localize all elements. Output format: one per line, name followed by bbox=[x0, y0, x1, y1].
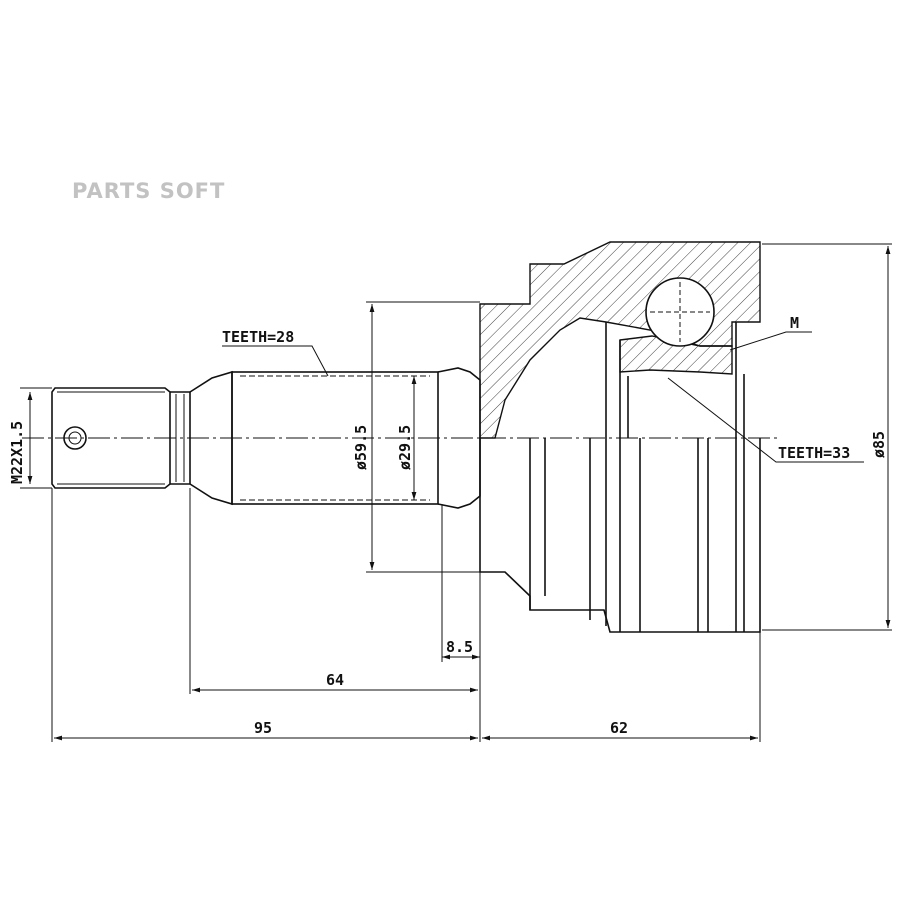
dia-inner-shaft-label: ø29.5 bbox=[396, 425, 414, 470]
len-8-5-label: 8.5 bbox=[446, 638, 473, 656]
splined-shaft bbox=[231, 367, 481, 509]
outer-race-section bbox=[479, 241, 761, 439]
leader-lines bbox=[222, 331, 864, 463]
teeth-shaft-label: TEETH=28 bbox=[222, 328, 294, 346]
watermark-text: PARTS SOFT bbox=[72, 179, 225, 203]
teeth-inner-label: TEETH=33 bbox=[778, 444, 850, 462]
thread-label: M22X1.5 bbox=[8, 421, 26, 484]
len-64-label: 64 bbox=[326, 671, 344, 689]
len-95-label: 95 bbox=[254, 719, 272, 737]
dia-outer-shaft-label: ø59.5 bbox=[352, 425, 370, 470]
dia-housing-label: ø85 bbox=[870, 431, 888, 458]
mark-m-label: M bbox=[790, 314, 799, 332]
dimension-lines bbox=[20, 243, 892, 742]
housing-lower bbox=[479, 438, 761, 633]
ball-icon bbox=[645, 277, 715, 347]
threaded-stub bbox=[51, 387, 171, 489]
len-62-label: 62 bbox=[610, 719, 628, 737]
cotter-pin-hole-icon bbox=[63, 426, 87, 450]
